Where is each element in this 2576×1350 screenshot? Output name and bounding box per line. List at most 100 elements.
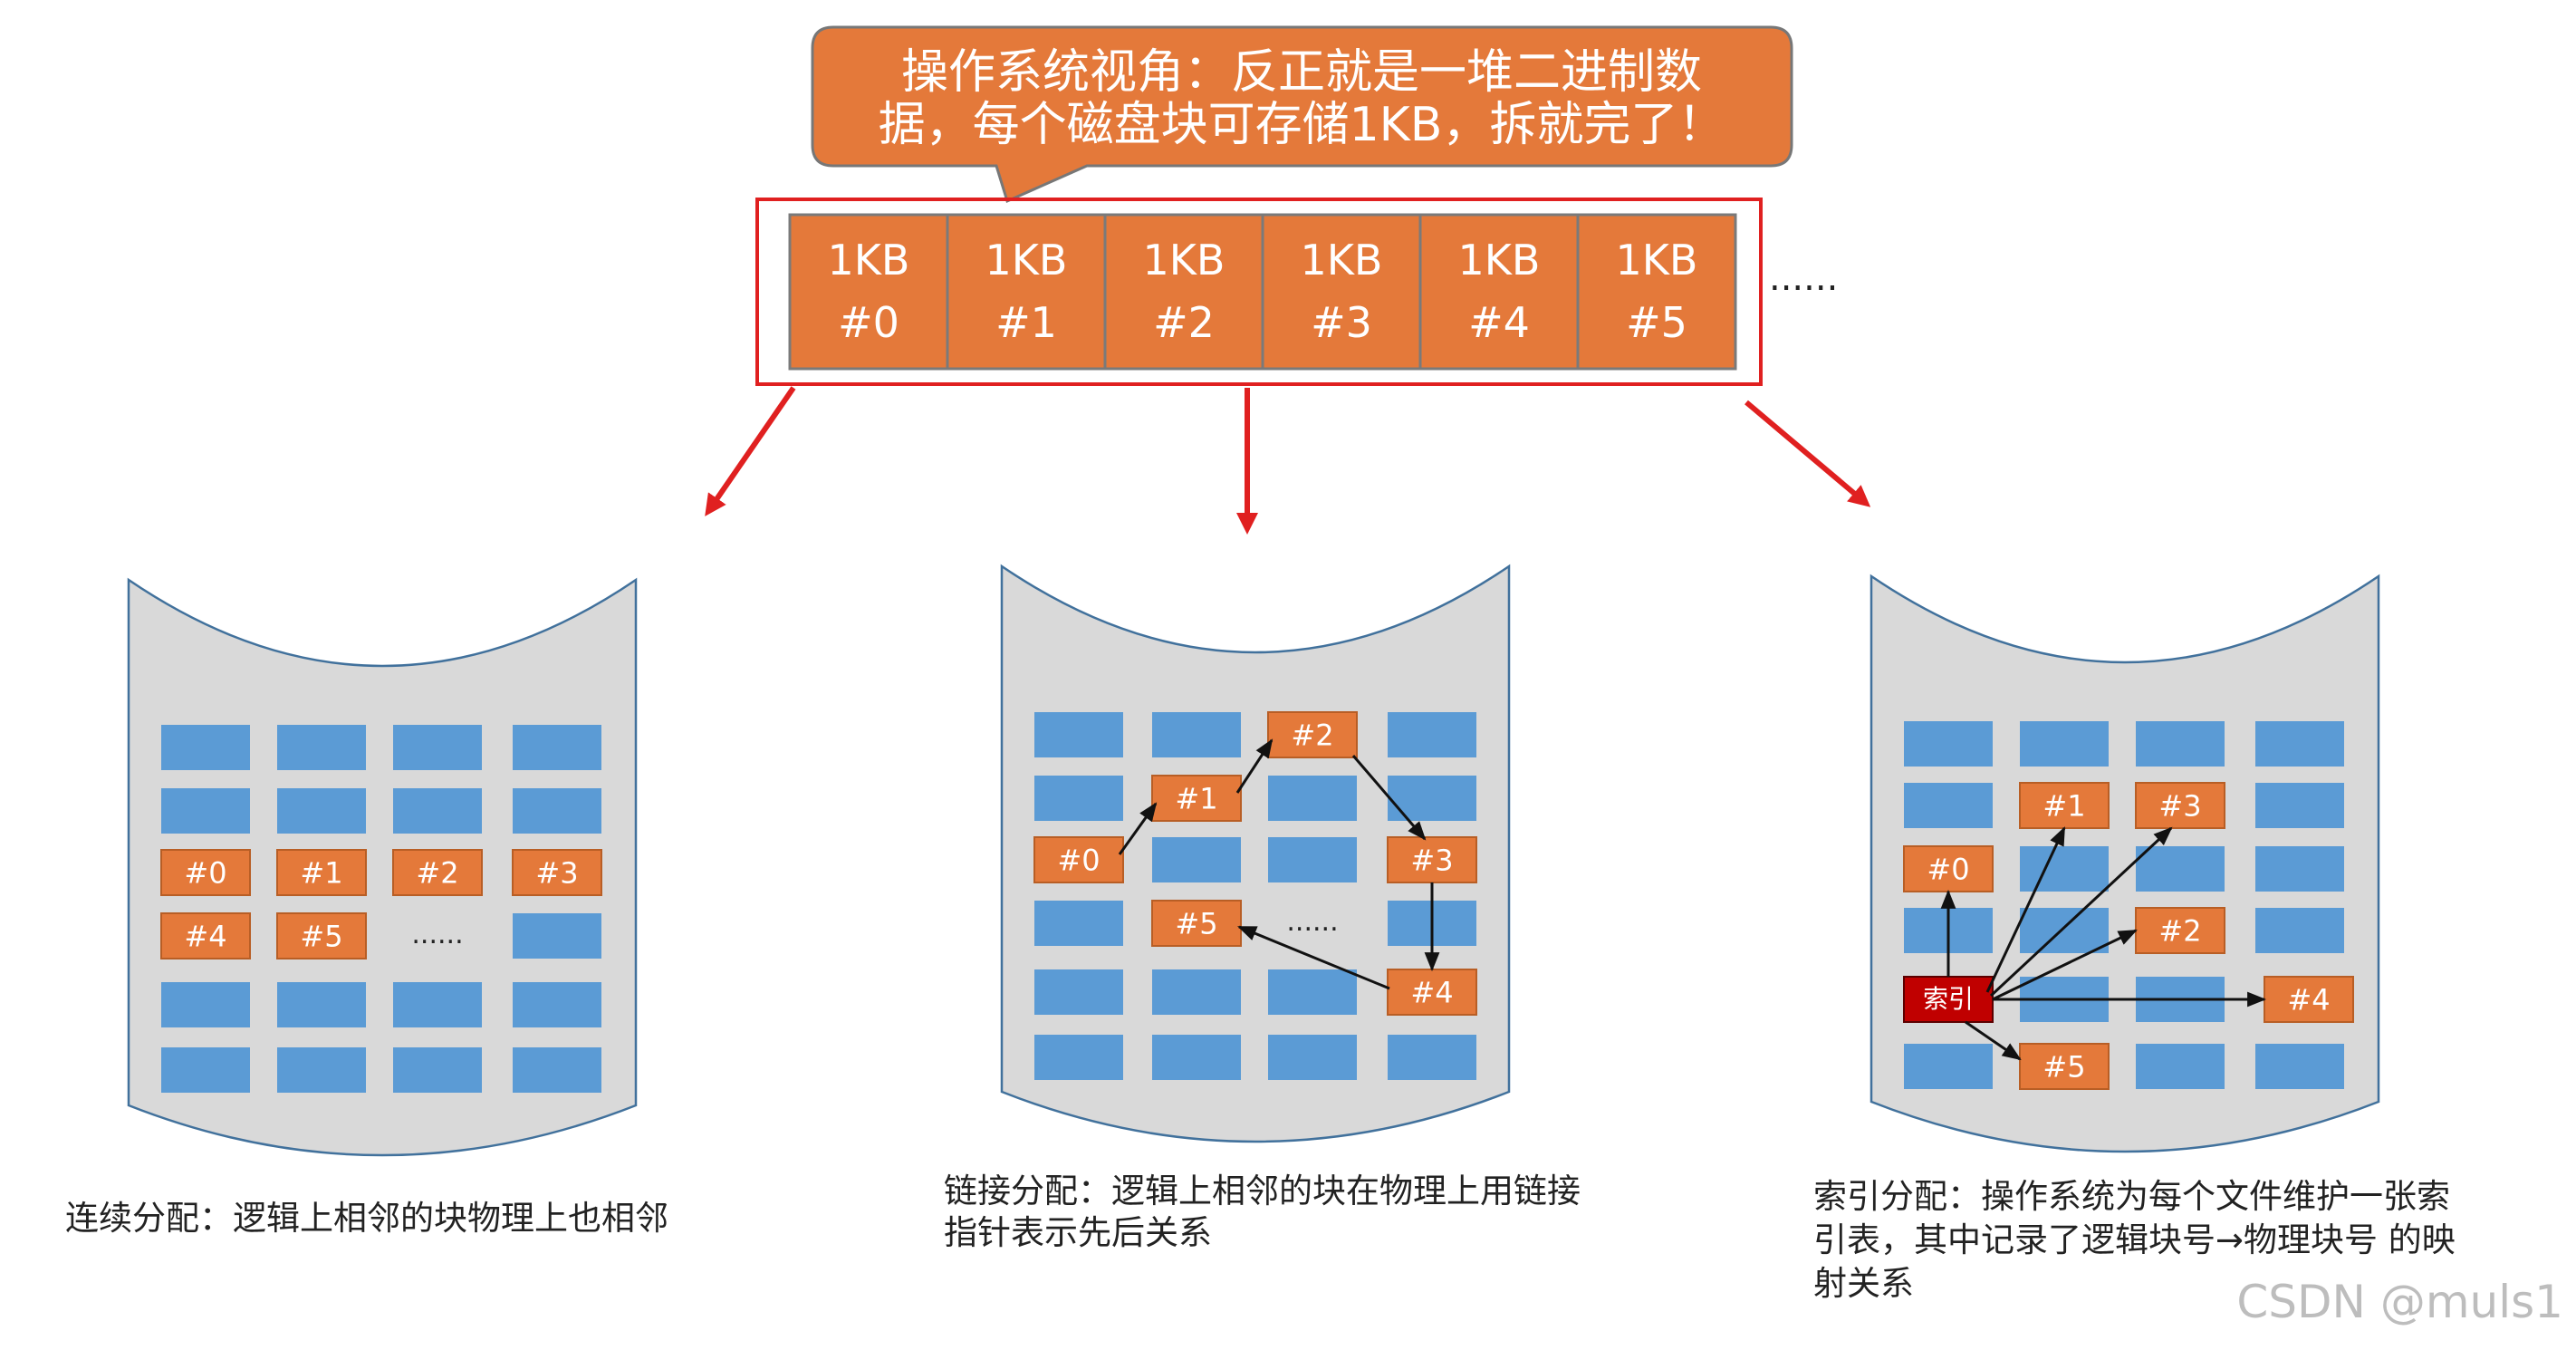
disk-block — [1388, 776, 1476, 821]
disk-block — [2020, 721, 2109, 767]
disk-block — [161, 788, 250, 834]
disk-block — [1034, 776, 1123, 821]
block-label-box — [1387, 836, 1477, 883]
caption-contiguous: 连续分配：逻辑上相邻的块物理上也相邻 — [65, 1199, 668, 1238]
disk-block — [1904, 721, 1993, 767]
pointer-arrow — [1989, 826, 2173, 998]
block-size: 1KB — [1616, 236, 1698, 284]
block-label-box — [2019, 782, 2110, 829]
block-label-box — [2019, 1043, 2110, 1090]
block-label-box — [1903, 845, 1994, 892]
block-label-box — [2264, 976, 2354, 1023]
block-size: 1KB — [1143, 236, 1226, 284]
block-label-box — [160, 912, 251, 959]
disk-block — [161, 1047, 250, 1093]
block-cell — [1418, 213, 1580, 371]
disk-block — [277, 1047, 366, 1093]
block-label: #4 — [1410, 976, 1453, 1010]
block-size: 1KB — [828, 236, 910, 284]
block-label: #0 — [184, 856, 226, 891]
block-label-box — [392, 849, 483, 896]
block-size: 1KB — [1458, 236, 1541, 284]
block-label: #4 — [2287, 983, 2330, 1017]
disk-block — [513, 982, 601, 1027]
block-label: #0 — [1927, 853, 1969, 887]
block-label: #2 — [1291, 718, 1333, 753]
disk-block — [513, 1047, 601, 1093]
block-label-box — [2135, 907, 2225, 954]
disk-indexed: #1#3#0#2#5索引#4 — [1870, 574, 2380, 1153]
block-label: #1 — [1175, 782, 1217, 816]
disk-block — [1152, 1035, 1241, 1080]
pointer-arrow — [1351, 755, 1427, 841]
ellipsis: ...... — [411, 919, 463, 950]
pointer-arrow — [1965, 1020, 2022, 1061]
disk-block — [2255, 908, 2344, 953]
disk-block — [2255, 1044, 2344, 1089]
block-size: 1KB — [1301, 236, 1383, 284]
block-id: #2 — [1153, 298, 1215, 347]
pointer-arrow — [1118, 802, 1158, 855]
disk-block — [1904, 783, 1993, 828]
disk-block — [1388, 1035, 1476, 1080]
block-label-box — [512, 849, 602, 896]
speech-line-2: 据，每个磁盘块可存储1KB，拆就完了！ — [879, 98, 1725, 152]
pointer-arrow — [1992, 929, 2138, 1001]
disk-block — [393, 788, 482, 834]
disk-block — [1268, 969, 1357, 1015]
disk-block — [1268, 1035, 1357, 1080]
block-id: #1 — [995, 298, 1057, 347]
block-row-frame — [755, 198, 1763, 386]
disk-block — [393, 725, 482, 770]
disk-block — [2255, 846, 2344, 892]
disk-block — [1152, 969, 1241, 1015]
disk-block — [1152, 712, 1241, 757]
block-size: 1KB — [985, 236, 1068, 284]
block-label: #3 — [535, 856, 578, 891]
disk-block — [277, 725, 366, 770]
ellipsis: ...... — [1286, 906, 1338, 938]
block-cell — [946, 213, 1107, 371]
block-label: #5 — [1175, 907, 1217, 941]
disk-block — [1034, 1035, 1123, 1080]
block-row-ellipsis: ...... — [1769, 257, 1838, 299]
disk-block — [161, 982, 250, 1027]
speech-line-1: 操作系统视角：反正就是一堆二进制数 — [901, 45, 1702, 100]
disk-block — [1034, 969, 1123, 1015]
disk-block — [2136, 721, 2225, 767]
block-label: #1 — [300, 856, 342, 891]
block-label: #2 — [2158, 914, 2201, 949]
disk-contiguous: #0#1#2#3#4#5...... — [127, 577, 638, 1157]
block-label: #3 — [2158, 789, 2201, 824]
block-label: #5 — [2043, 1050, 2085, 1085]
disk-block — [1388, 712, 1476, 757]
disk-block — [277, 788, 366, 834]
arrow-to-indexed — [1745, 400, 1871, 507]
disk-block — [2255, 783, 2344, 828]
pointer-arrow — [1237, 925, 1390, 990]
disk-block — [1034, 712, 1123, 757]
pointer-arrow — [1235, 738, 1274, 794]
block-label: #4 — [184, 920, 226, 954]
block-label-box — [276, 912, 367, 959]
disk-block — [277, 982, 366, 1027]
arrow-to-contiguous — [705, 386, 796, 516]
disk-block — [393, 982, 482, 1027]
disk-block — [513, 725, 601, 770]
caption-linked-2: 指针表示先后关系 — [944, 1213, 1212, 1252]
block-id: #0 — [838, 298, 899, 347]
disk-block — [161, 725, 250, 770]
disk-block — [393, 1047, 482, 1093]
block-label-box — [276, 849, 367, 896]
block-label: #5 — [300, 920, 342, 954]
block-label-box — [1033, 836, 1124, 883]
caption-indexed-1: 索引分配：操作系统为每个文件维护一张索 — [1813, 1177, 2450, 1216]
block-label-box — [1387, 969, 1477, 1016]
disk-block — [1268, 776, 1357, 821]
disk-block — [2020, 846, 2109, 892]
block-label-box — [160, 849, 251, 896]
disk-block — [2136, 846, 2225, 892]
disk-block — [2020, 908, 2109, 953]
block-label-box — [1151, 775, 1242, 822]
